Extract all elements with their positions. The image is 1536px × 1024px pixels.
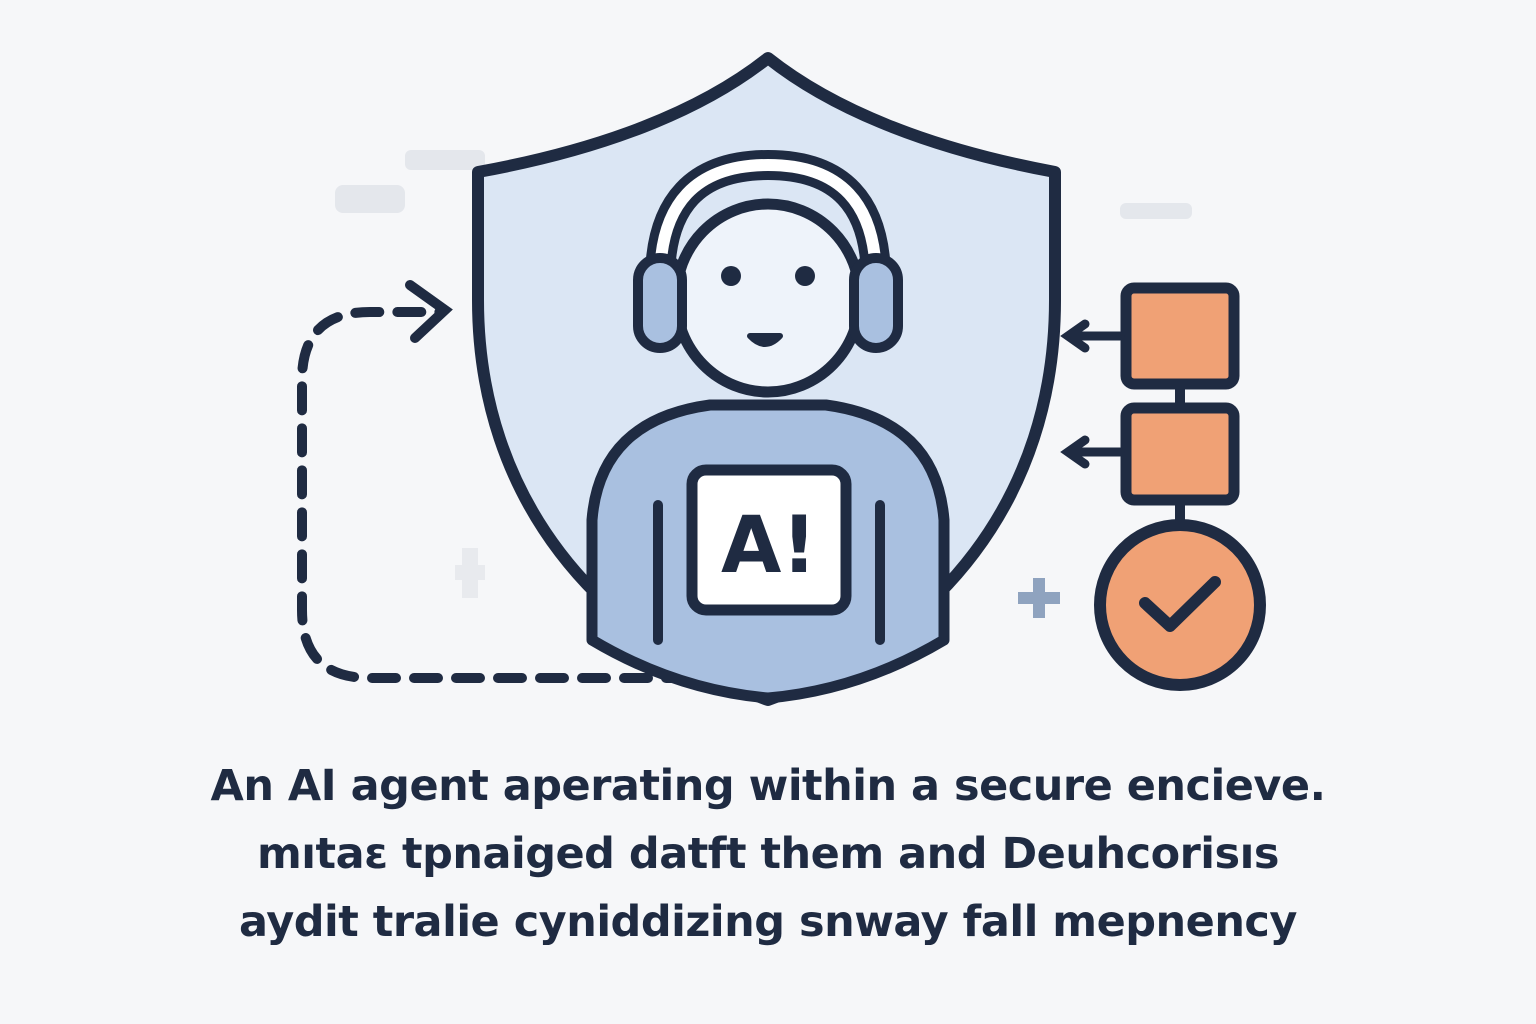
agent-head — [670, 198, 866, 398]
headphones-icon — [645, 149, 891, 281]
caption-line: mıtaɛ tpnaiged datft them and Deuhcorisı… — [257, 829, 1279, 879]
caption-line: aydit tralie cyniddizing snway fall mepn… — [239, 897, 1297, 947]
check-circle-icon — [1094, 519, 1266, 691]
arrow-left-icon — [1060, 319, 1125, 469]
ai-agent-icon: A! — [586, 149, 950, 704]
checkbox-icon — [1120, 402, 1240, 506]
dashed-loop-arrow-icon — [297, 280, 695, 683]
chest-badge-text: A! — [721, 501, 817, 591]
background-decorations — [335, 150, 1192, 618]
caption: An AI agent aperating within a secure en… — [0, 752, 1536, 956]
checkbox-icon — [1120, 282, 1240, 390]
chest-badge — [686, 464, 852, 616]
checklist — [1060, 282, 1266, 691]
caption-line: An AI agent aperating within a secure en… — [210, 761, 1326, 811]
